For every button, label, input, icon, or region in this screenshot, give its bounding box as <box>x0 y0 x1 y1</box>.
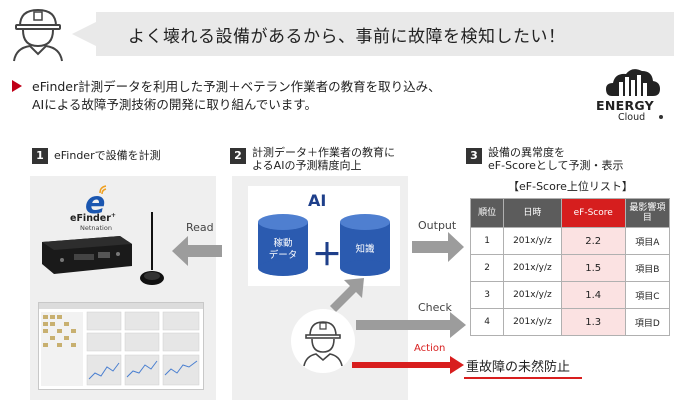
step-1-number: 1 <box>32 148 48 164</box>
speech-bubble-tail <box>72 22 96 46</box>
cell-rank: 2 <box>469 254 505 282</box>
step-3-number: 3 <box>466 148 482 164</box>
logo-cloud-text: Cloud <box>618 112 646 123</box>
efinder-sub: Netnation <box>80 224 112 232</box>
cell-datetime: 201x/y/z <box>503 227 562 255</box>
cell-rank: 3 <box>469 281 505 309</box>
action-arrow <box>352 356 464 374</box>
table-row: 4 201x/y/z 1.3 項目D <box>469 308 671 336</box>
logo-energy-text: ENERGY <box>596 98 655 113</box>
operational-data-label-1: 稼動 <box>273 238 293 249</box>
check-label: Check <box>418 301 452 314</box>
action-label: Action <box>414 343 446 354</box>
step-2-text-line-2: よるAIの予測精度向上 <box>252 159 362 172</box>
output-label: Output <box>418 219 457 232</box>
score-table: 順位 日時 eF-Score 最影響項目 1 201x/y/z 2.2 項目A … <box>469 198 671 336</box>
knowledge-cylinder <box>340 214 390 276</box>
header-rank: 順位 <box>469 198 505 228</box>
step-1-text: eFinderで設備を計測 <box>54 149 161 162</box>
header-top-factor: 最影響項目 <box>624 198 671 228</box>
efinder-device-image <box>34 208 184 290</box>
cell-factor: 項目B <box>624 254 671 282</box>
plus-sign: ＋ <box>312 238 342 273</box>
efinder-brand: eFinder+ <box>70 212 116 225</box>
score-list-title: 【eF-Score上位リスト】 <box>508 180 633 193</box>
signal-icon <box>98 180 112 195</box>
cell-rank: 4 <box>469 308 505 336</box>
cell-factor: 項目A <box>624 227 671 255</box>
cell-score: 1.3 <box>560 308 626 336</box>
step-2-number: 2 <box>230 148 246 164</box>
worker-to-ai-arrow <box>326 276 366 316</box>
step-3-text-line-2: eF-Scoreとして予測・表示 <box>488 159 624 172</box>
intro-bullet-icon <box>12 80 22 92</box>
cell-rank: 1 <box>469 227 505 255</box>
logo-dot <box>659 115 663 119</box>
cell-factor: 項目C <box>624 281 671 309</box>
table-row: 1 201x/y/z 2.2 項目A <box>469 227 671 255</box>
cell-score: 1.5 <box>560 254 626 282</box>
headline-band <box>96 12 674 56</box>
intro-line-2: AIによる故障予測技術の開発に取り組んでいます。 <box>32 97 317 112</box>
knowledge-label: 知識 <box>355 244 375 255</box>
step-2-text-line-1: 計測データ＋作業者の教育に <box>252 146 395 159</box>
read-arrow <box>172 236 222 266</box>
city-skyline-icon <box>606 66 660 98</box>
check-arrow <box>356 312 466 338</box>
table-row: 3 201x/y/z 1.4 項目C <box>469 281 671 309</box>
worker-icon-top <box>10 4 66 62</box>
output-arrow <box>412 232 464 262</box>
ai-title: AI <box>308 191 327 210</box>
cell-score: 1.4 <box>560 281 626 309</box>
header-datetime: 日時 <box>503 198 562 228</box>
cell-factor: 項目D <box>624 308 671 336</box>
headline-text: よく壊れる設備があるから、事前に故障を検知したい！ <box>128 27 566 47</box>
cell-datetime: 201x/y/z <box>503 308 562 336</box>
result-underline <box>464 377 582 379</box>
header-ef-score: eF-Score <box>560 198 626 228</box>
operational-data-cylinder <box>258 214 308 276</box>
dashboard-screenshot <box>38 302 204 390</box>
intro-line-1: eFinder計測データを利用した予測＋ベテラン作業者の教育を取り込み、 <box>32 79 441 94</box>
cell-datetime: 201x/y/z <box>503 281 562 309</box>
cell-score: 2.2 <box>560 227 626 255</box>
result-text: 重故障の未然防止 <box>466 360 571 375</box>
worker-icon <box>290 308 356 374</box>
step-3-text-line-1: 設備の異常度を <box>488 146 565 159</box>
score-table-header-row: 順位 日時 eF-Score 最影響項目 <box>469 198 671 228</box>
table-row: 2 201x/y/z 1.5 項目B <box>469 254 671 282</box>
operational-data-label-2: データ <box>268 250 298 261</box>
read-label: Read <box>186 221 214 234</box>
efinder-logo-icon: e <box>85 186 106 221</box>
cell-datetime: 201x/y/z <box>503 254 562 282</box>
